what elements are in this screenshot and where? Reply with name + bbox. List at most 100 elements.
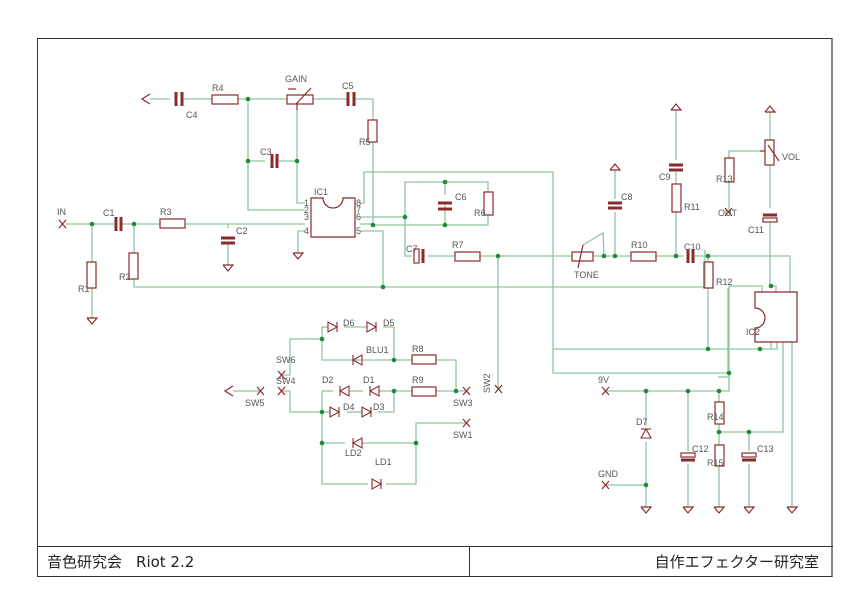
label-tone: TONE <box>574 270 599 280</box>
led-blu1 <box>351 354 363 366</box>
wire <box>133 250 706 288</box>
ground-symbol-icon <box>682 506 695 514</box>
ic2-body <box>754 291 798 343</box>
project-name: Riot 2.2 <box>136 553 195 571</box>
label-c13: C13 <box>757 444 774 454</box>
label-sw1: SW1 <box>453 430 473 440</box>
wire <box>771 342 778 350</box>
label-c11: C11 <box>748 225 764 235</box>
wire <box>362 422 466 444</box>
wire <box>360 142 374 225</box>
label-d1: D1 <box>363 375 375 385</box>
resistor-r8 <box>411 354 437 365</box>
terminal-9v-icon[interactable] <box>601 386 610 396</box>
diode-d7 <box>640 427 652 439</box>
resistor-r2 <box>128 252 139 280</box>
label-r4: R4 <box>212 83 224 93</box>
pin-label: 7 <box>356 205 361 215</box>
label-ld2: LD2 <box>345 448 362 458</box>
terminal-sw4-icon[interactable] <box>277 386 286 396</box>
label-gain: GAIN <box>285 74 307 84</box>
label-sw4: SW4 <box>276 376 296 386</box>
label-c4: C4 <box>186 110 198 120</box>
label-blu1: BLU1 <box>366 345 389 355</box>
wire <box>606 377 730 392</box>
label-c5: C5 <box>342 81 354 91</box>
diode-d6 <box>327 321 339 333</box>
wiper-arrow <box>767 144 780 162</box>
wire <box>553 342 772 350</box>
label-d7: D7 <box>636 417 648 427</box>
label-sw6: SW6 <box>276 355 296 365</box>
wiper-arrow <box>295 87 312 105</box>
resistor-r11 <box>671 183 682 213</box>
terminal-sw6-icon[interactable] <box>277 370 286 380</box>
label-d6: D6 <box>343 318 355 328</box>
resistor-r9 <box>411 386 437 397</box>
terminal-sw2-icon[interactable] <box>494 384 503 394</box>
label-out: OUT <box>718 208 738 218</box>
wire <box>360 181 489 218</box>
label-c7: C7 <box>406 244 418 254</box>
junctions <box>89 96 774 488</box>
wire <box>373 215 489 226</box>
pin-label: 1 <box>304 198 309 208</box>
ground-symbol-icon <box>223 385 234 397</box>
title-left-text: 音色研究会 <box>47 553 123 571</box>
wire <box>404 217 412 257</box>
diode-d3 <box>361 406 373 418</box>
wire <box>297 230 305 253</box>
label-d5: D5 <box>383 318 395 328</box>
label-r1: R1 <box>78 284 90 294</box>
wire <box>321 391 368 485</box>
wire <box>355 98 374 120</box>
label-c12: C12 <box>692 444 709 454</box>
label-r6: R6 <box>474 208 486 218</box>
terminal-out-icon[interactable] <box>724 207 733 217</box>
wire <box>383 326 395 360</box>
capacitor-c11-plate <box>762 217 778 223</box>
label-c9: C9 <box>659 172 671 182</box>
wires <box>66 98 793 507</box>
title-block: 音色研究会 Riot 2.2 自作エフェクター研究室 <box>37 546 833 577</box>
terminal-in-icon[interactable] <box>58 219 67 229</box>
label-gnd: GND <box>598 469 619 479</box>
label-r14: R14 <box>707 412 724 422</box>
resistor-r13 <box>724 157 735 183</box>
potentiometer-vol[interactable] <box>764 139 775 166</box>
ground-symbol-icon <box>292 252 305 260</box>
potentiometer-gain[interactable] <box>286 94 314 105</box>
terminal-sw1-icon[interactable] <box>462 418 471 428</box>
wire <box>377 391 395 413</box>
potentiometer-tone[interactable] <box>571 251 594 262</box>
components <box>58 87 799 514</box>
wire <box>719 342 784 433</box>
label-r10: R10 <box>631 240 648 250</box>
title-block-right: 自作エフェクター研究室 <box>654 553 819 571</box>
terminal-gnd-icon[interactable] <box>601 480 610 490</box>
ground-symbol-icon <box>786 506 799 514</box>
pin-label: 8 <box>356 198 361 208</box>
terminal-sw3-icon[interactable] <box>462 386 471 396</box>
wire <box>769 222 777 292</box>
resistor-r12 <box>703 261 714 289</box>
pin-label: 3 <box>304 212 309 222</box>
wire <box>436 359 457 391</box>
label-r3: R3 <box>160 207 172 217</box>
power-symbol-icon <box>670 103 683 111</box>
wire <box>692 255 791 292</box>
labels: IN C1 R3 C2 R1 R2 R4 C4 GAIN C5 R5 C3 IC… <box>57 74 800 479</box>
label-c10: C10 <box>684 242 701 252</box>
pin-label: 5 <box>356 226 361 236</box>
terminal-sw5-icon[interactable] <box>256 386 265 396</box>
wire <box>360 171 729 374</box>
wire <box>282 390 322 413</box>
pin-label: 4 <box>304 226 309 236</box>
label-c1: C1 <box>103 208 115 218</box>
label-d3: D3 <box>373 402 385 412</box>
resistor-r10 <box>630 251 657 262</box>
wire <box>247 99 305 211</box>
wire <box>282 338 322 376</box>
schematic-frame <box>37 38 833 577</box>
label-sw5: SW5 <box>245 398 265 408</box>
